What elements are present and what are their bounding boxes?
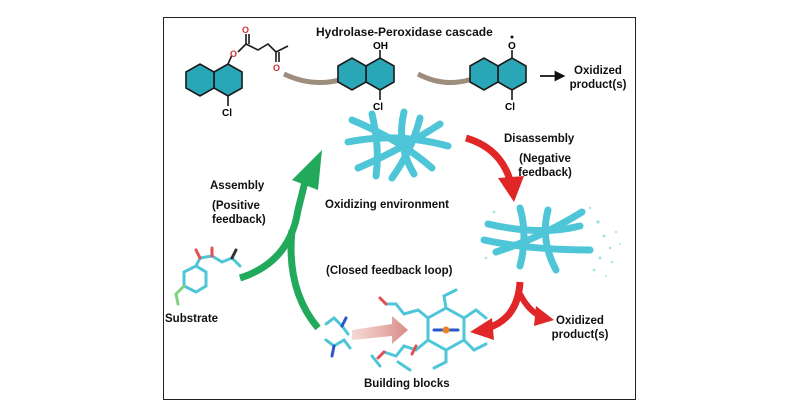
ester-o-label: O bbox=[230, 49, 237, 59]
assembly-label: Assembly bbox=[210, 180, 265, 192]
naphthol-molecule bbox=[337, 50, 395, 100]
final-product-line-1: Oxidized bbox=[574, 65, 622, 77]
oxidized-product-line-1: Oxidized bbox=[556, 315, 604, 327]
oxidizing-environment-label: Oxidizing environment bbox=[325, 199, 449, 211]
cl-label-3: Cl bbox=[505, 102, 515, 113]
negative-feedback-line-1: (Negative bbox=[519, 153, 571, 165]
product-release-arrowhead bbox=[534, 306, 554, 326]
substrate-label: Substrate bbox=[165, 313, 219, 325]
iron-center bbox=[442, 326, 450, 334]
disassembly-arrowhead bbox=[498, 176, 524, 202]
disassembling-fiber-bundle bbox=[480, 204, 594, 274]
building-block-stick-molecule bbox=[324, 316, 352, 358]
disassembly-arrow bbox=[464, 134, 514, 182]
ketone-o-label: O bbox=[273, 63, 280, 73]
building-blocks-label: Building blocks bbox=[364, 378, 450, 390]
cl-label-2: Cl bbox=[373, 102, 383, 113]
final-oxidized-product-label: Oxidized product(s) bbox=[566, 64, 630, 92]
ester-substrate-molecule bbox=[185, 34, 289, 106]
degradation-arrowhead bbox=[470, 318, 494, 340]
figure-title: Hydrolase-Peroxidase cascade bbox=[316, 25, 493, 39]
oh-label: OH bbox=[373, 41, 388, 52]
negative-feedback-label: (Negative feedback) bbox=[513, 152, 577, 180]
assembly-arrow bbox=[238, 177, 310, 282]
negative-feedback-line-2: feedback) bbox=[518, 167, 572, 179]
positive-feedback-label: (Positive feedback) bbox=[212, 199, 266, 227]
assembly-arrow-lower bbox=[287, 229, 321, 331]
closed-feedback-loop-label: (Closed feedback loop) bbox=[326, 265, 453, 277]
ester-carbonyl-o-label: O bbox=[242, 25, 249, 35]
substrate-stick-molecule bbox=[174, 246, 242, 306]
oxidized-product-line-2: product(s) bbox=[551, 329, 609, 341]
positive-feedback-line-1: (Positive bbox=[212, 200, 260, 212]
fiber-debris bbox=[484, 206, 621, 277]
cl-label-1: Cl bbox=[222, 108, 232, 119]
figure-frame bbox=[163, 17, 636, 400]
degradation-arrow bbox=[486, 281, 524, 332]
radical-dot bbox=[510, 35, 514, 39]
assembled-fiber-bundle bbox=[344, 108, 452, 182]
positive-feedback-line-2: feedback) bbox=[212, 214, 266, 226]
o-radical-label: O bbox=[508, 41, 516, 52]
phenoxy-radical-molecule bbox=[469, 50, 527, 100]
final-product-line-2: product(s) bbox=[569, 79, 627, 91]
assembly-arrowhead bbox=[292, 150, 322, 190]
pink-arrow bbox=[352, 316, 408, 344]
oxidized-product-label: Oxidized product(s) bbox=[548, 314, 612, 342]
disassembly-label: Disassembly bbox=[504, 133, 575, 145]
fragment-sticks bbox=[370, 344, 418, 372]
